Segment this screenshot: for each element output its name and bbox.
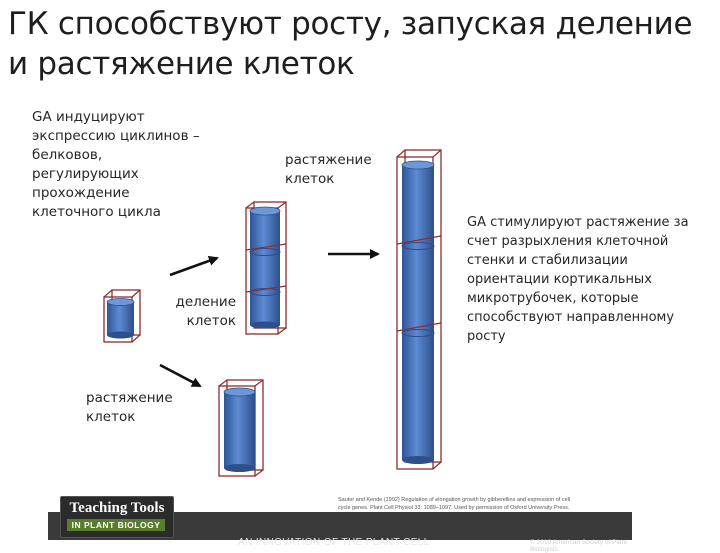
teaching-tools-logo: Teaching Tools IN PLANT BIOLOGY [60, 496, 174, 538]
label-line: клеток [86, 409, 136, 425]
cell-diagram [103, 149, 442, 477]
label-line: клеток [285, 171, 335, 187]
logo-subtitle: IN PLANT BIOLOGY [67, 519, 165, 531]
arrow-division [169, 256, 219, 277]
citation: Sauter and Kende (1992) Regulation of el… [338, 496, 628, 512]
label-line: GA индуцируют [32, 109, 145, 125]
cell-small [103, 289, 141, 343]
footer-copyright: © 2010 American Society of Plant Biologi… [530, 539, 627, 553]
citation-line: cycle genes. Plant Cell Physiol 33: 1089… [338, 505, 570, 511]
cell-stack-elongated [396, 149, 442, 470]
label-line: белковов, [32, 147, 103, 163]
label-ga-cyclins: GA индуцируют экспрессию циклинов – белк… [32, 108, 200, 222]
label-line: растяжение [86, 390, 173, 406]
label-elongation-top: растяжение клеток [285, 151, 372, 189]
label-line: клеточного цикла [32, 204, 161, 220]
label-line: деление [175, 294, 236, 310]
label-line: регулирующих [32, 166, 139, 182]
label-line: ориентации кортикальных [467, 272, 652, 287]
logo-title: Teaching Tools [69, 500, 165, 516]
label-line: растяжение [285, 152, 372, 168]
label-line: способствуют направленному [467, 310, 675, 325]
label-line: клеток [186, 313, 236, 329]
label-ga-wall: GA стимулируют растяжение за счет разрых… [467, 213, 689, 346]
label-line: росту [467, 329, 506, 344]
citation-line: Sauter and Kende (1992) Regulation of el… [338, 497, 571, 503]
label-elongation-bottom: растяжение клеток [86, 389, 173, 427]
page-title: ГК способствуют росту, запуская деление … [8, 6, 693, 82]
label-line: прохождение [32, 185, 130, 201]
label-line: стенки и стабилизации [467, 253, 628, 268]
label-division: деление клеток [150, 293, 236, 331]
cell-elongated-single [218, 379, 264, 477]
arrow-elongation-bottom [159, 363, 202, 388]
label-line: экспрессию циклинов – [32, 128, 200, 144]
cell-stack-divided [245, 201, 287, 335]
label-line: микротрубочек, которые [467, 291, 639, 306]
footer: AN INNOVATION OF THE PLANT CELL © 2010 A… [0, 496, 720, 553]
footer-innovation: AN INNOVATION OF THE PLANT CELL [238, 537, 430, 548]
label-line: счет разрыхления клеточной [467, 234, 669, 249]
label-line: GA стимулируют растяжение за [467, 215, 689, 230]
